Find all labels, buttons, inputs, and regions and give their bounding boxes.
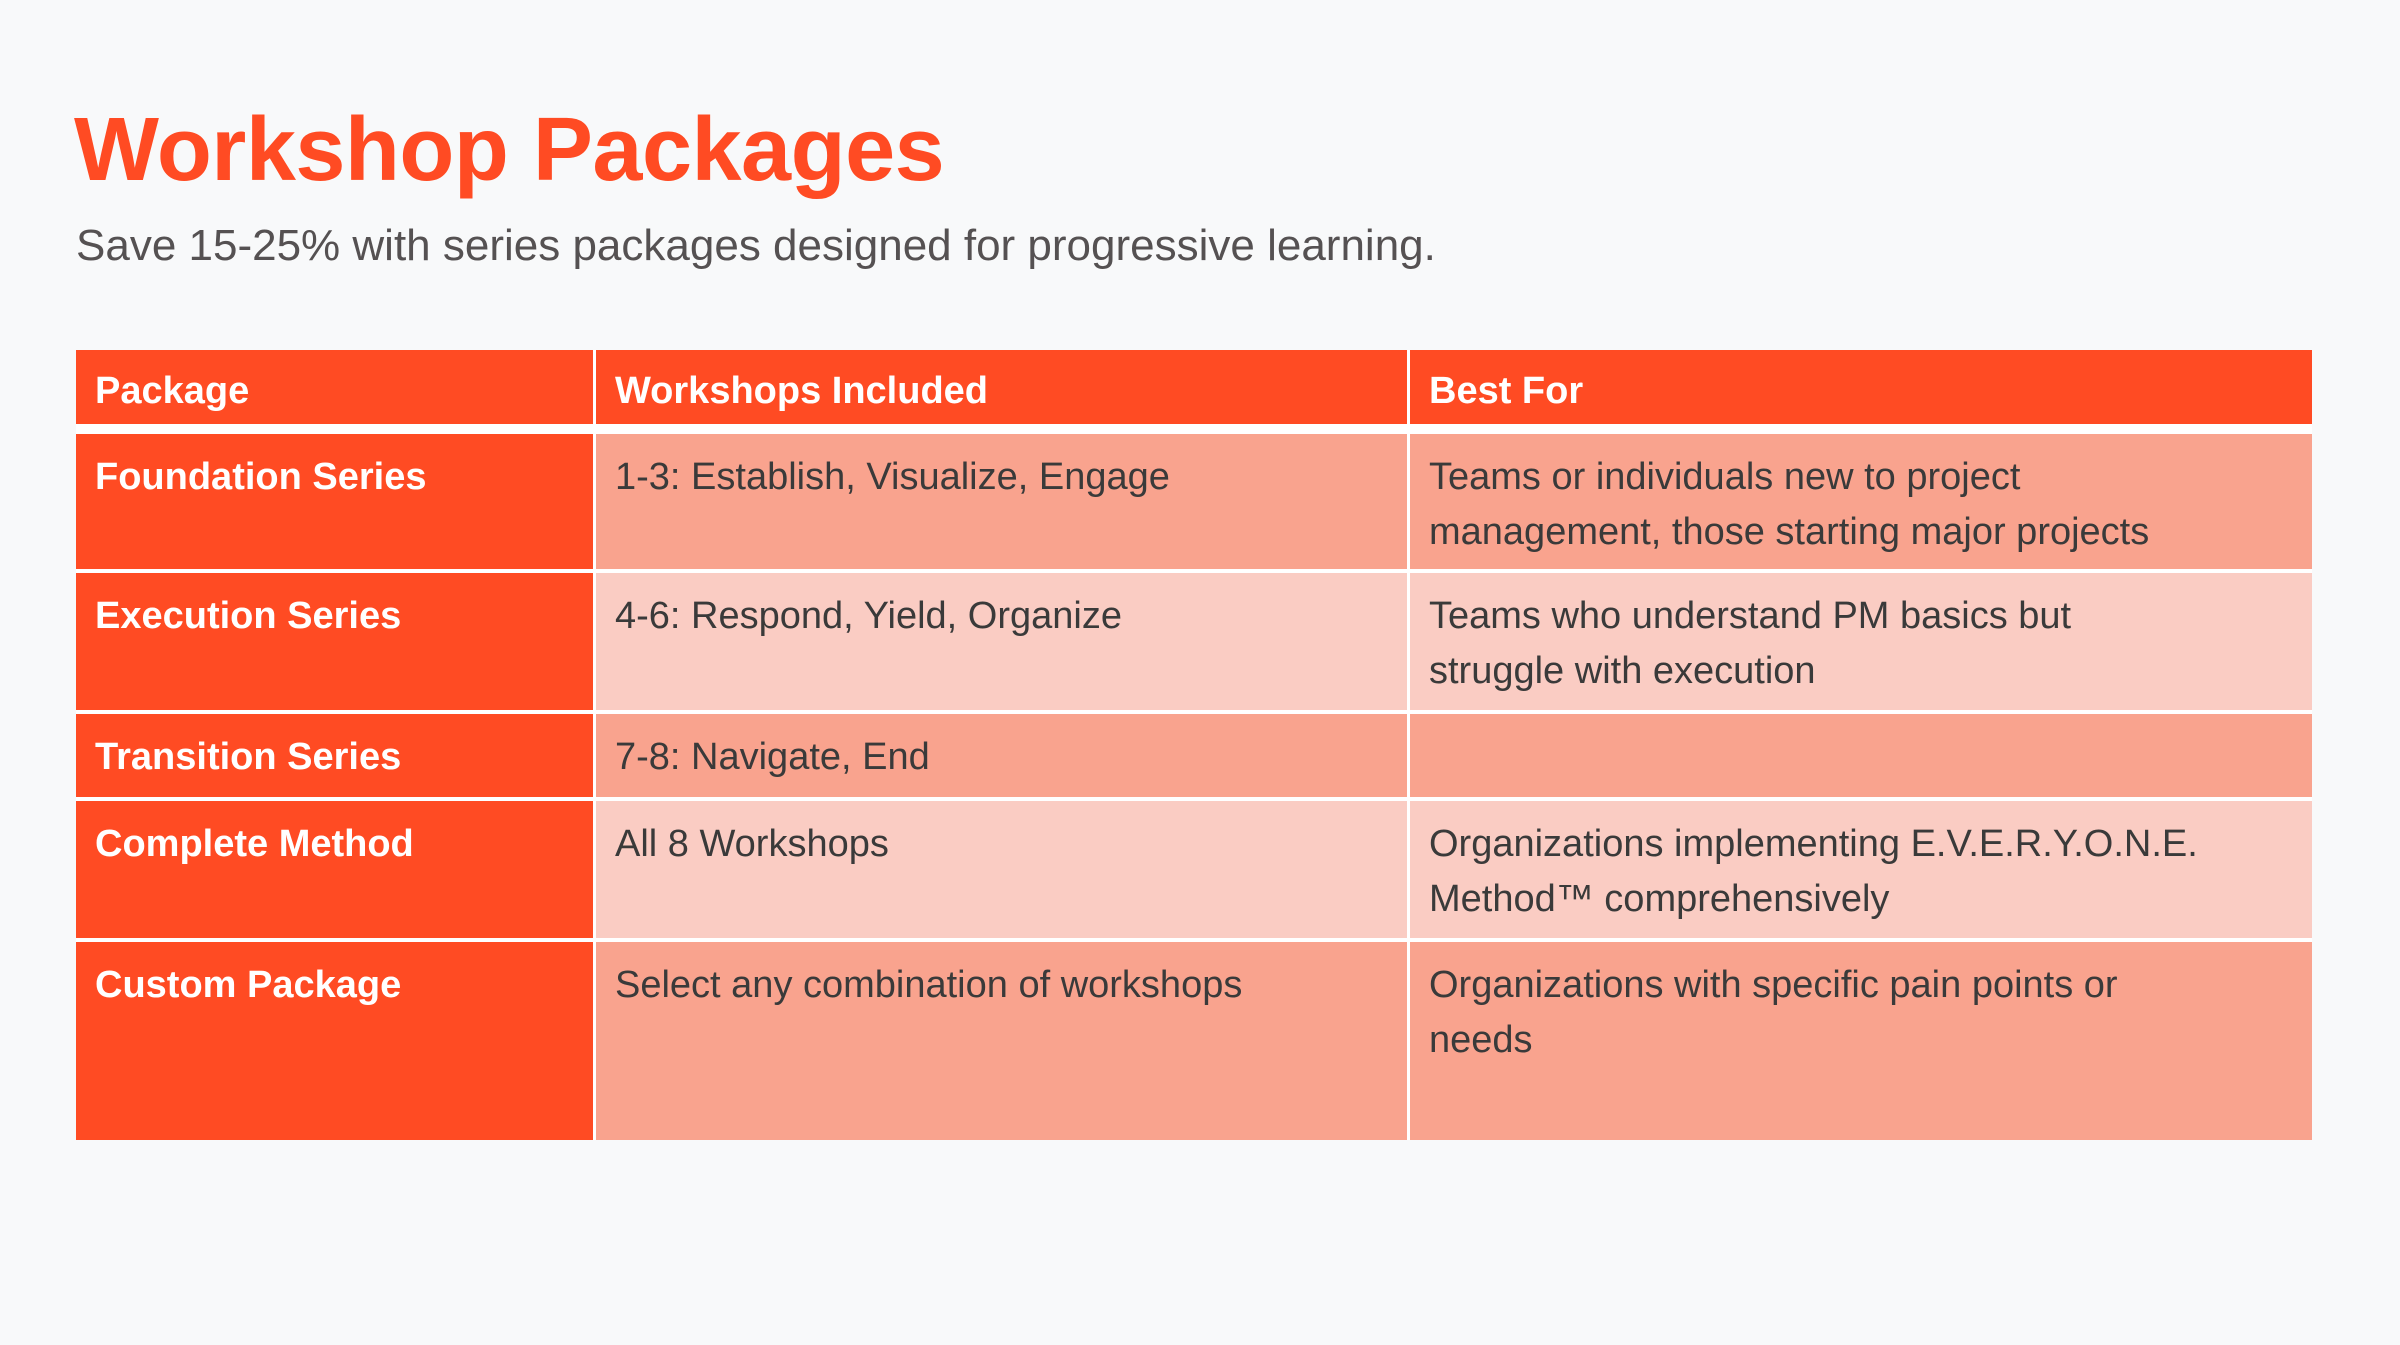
package-name: Complete Method	[76, 801, 596, 942]
package-name: Custom Package	[76, 942, 596, 1140]
best-for-line: struggle with execution	[1429, 650, 1816, 692]
workshops-included: 1-3: Establish, Visualize, Engage	[596, 434, 1410, 573]
package-name: Transition Series	[76, 714, 596, 801]
header-best-for: Best For	[1410, 350, 2312, 434]
best-for-line: Teams who understand PM basics but	[1429, 595, 2072, 637]
table-row: Custom Package Select any combination of…	[76, 942, 2312, 1140]
table-row: Foundation Series 1-3: Establish, Visual…	[76, 434, 2312, 573]
best-for-line: management, those starting major project…	[1429, 511, 2150, 553]
workshops-included: 7-8: Navigate, End	[596, 714, 1410, 801]
table-row: Complete Method All 8 Workshops Organiza…	[76, 801, 2312, 942]
page-subtitle: Save 15-25% with series packages designe…	[76, 221, 1436, 270]
package-name: Execution Series	[76, 573, 596, 714]
best-for-line: Organizations with specific pain points …	[1429, 964, 2118, 1006]
package-name: Foundation Series	[76, 434, 596, 573]
table-row: Transition Series 7-8: Navigate, End	[76, 714, 2312, 801]
best-for: Organizations with specific pain points …	[1410, 942, 2312, 1140]
page-title: Workshop Packages	[74, 100, 945, 200]
best-for-line: needs	[1429, 1019, 1533, 1061]
best-for: Teams who understand PM basics but strug…	[1410, 573, 2312, 714]
best-for-line: Method™ comprehensively	[1429, 878, 1890, 920]
best-for: Teams or individuals new to project mana…	[1410, 434, 2312, 573]
header-workshops-included: Workshops Included	[596, 350, 1410, 434]
best-for-line: Organizations implementing E.V.E.R.Y.O.N…	[1429, 823, 2198, 865]
packages-table: Package Workshops Included Best For Foun…	[76, 350, 2312, 1140]
workshops-included: Select any combination of workshops	[596, 942, 1410, 1140]
header-package: Package	[76, 350, 596, 434]
best-for: Organizations implementing E.V.E.R.Y.O.N…	[1410, 801, 2312, 942]
best-for-line: Teams or individuals new to project	[1429, 456, 2021, 498]
workshops-included: 4-6: Respond, Yield, Organize	[596, 573, 1410, 714]
header-row: Package Workshops Included Best For	[76, 350, 2312, 434]
table-header: Package Workshops Included Best For	[76, 350, 2312, 434]
workshops-included: All 8 Workshops	[596, 801, 1410, 942]
best-for	[1410, 714, 2312, 801]
table-row: Execution Series 4-6: Respond, Yield, Or…	[76, 573, 2312, 714]
